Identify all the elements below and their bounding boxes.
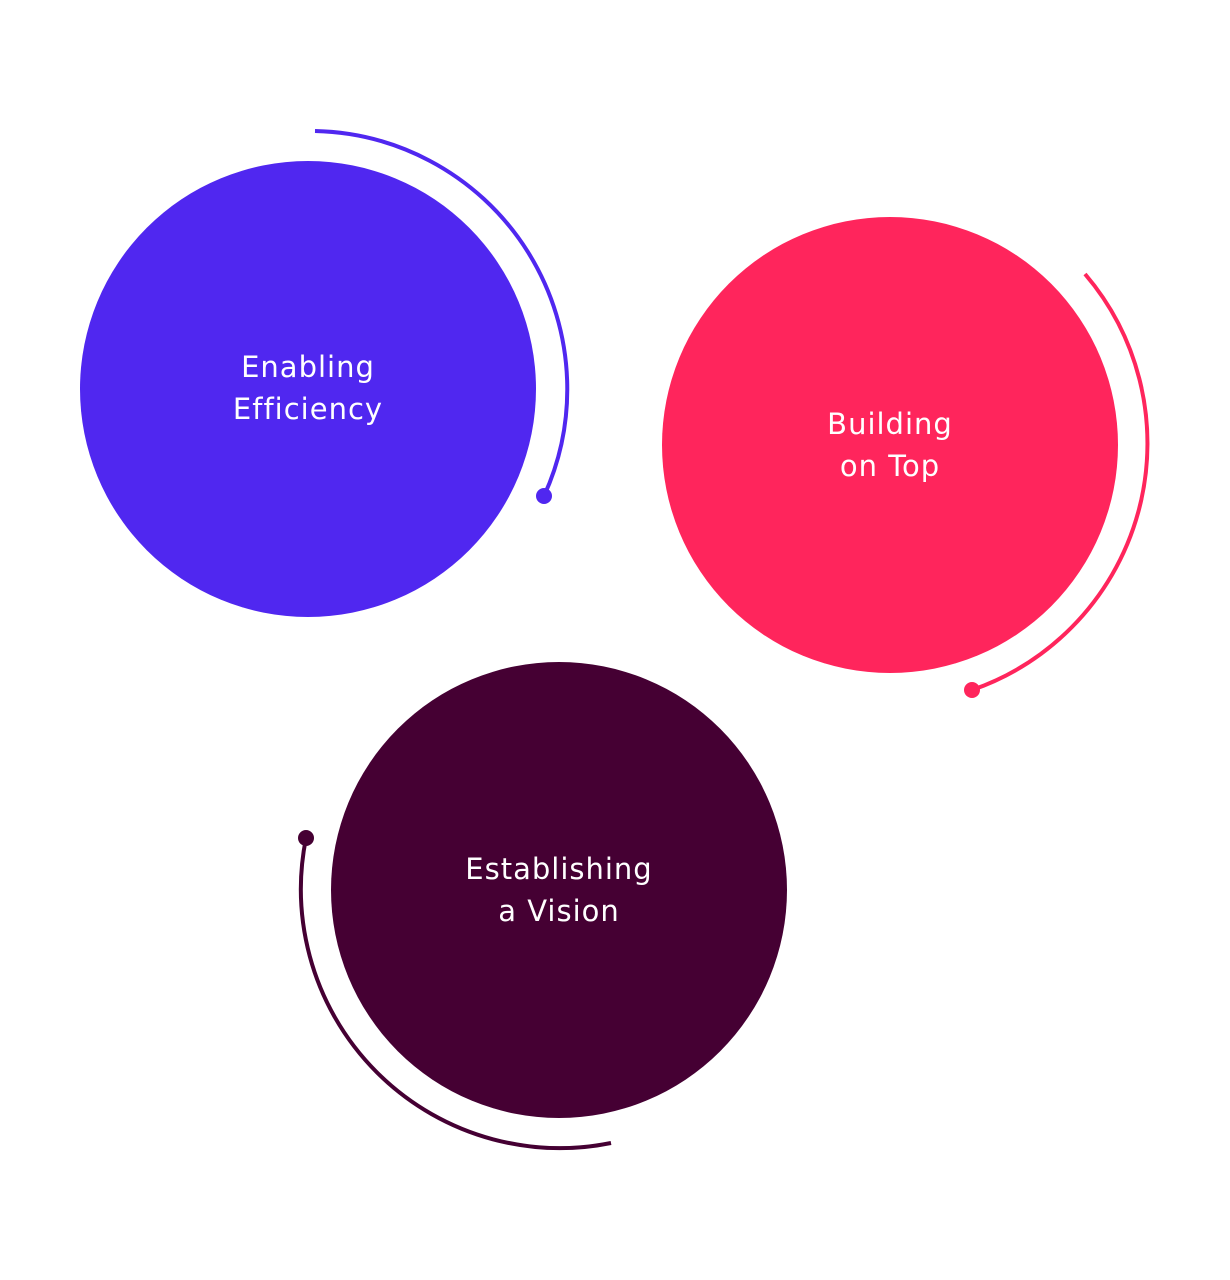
arc-building-on-top — [971, 272, 1150, 692]
arc-end-dot-building-on-top — [964, 682, 980, 698]
circle-building-on-top — [662, 217, 1118, 673]
arc-end-dot-enabling-efficiency — [536, 488, 552, 504]
label-establishing-a-vision-line2: a Vision — [498, 894, 620, 928]
label-enabling-efficiency-line1: Enabling — [241, 350, 375, 384]
circle-establishing-a-vision — [331, 662, 787, 1118]
label-building-on-top: Building on Top — [740, 395, 1040, 495]
arc-enabling-efficiency — [314, 129, 570, 497]
label-enabling-efficiency-line2: Efficiency — [232, 392, 384, 426]
circle-enabling-efficiency — [80, 161, 536, 617]
label-establishing-a-vision-line1: Establishing — [465, 852, 653, 886]
label-building-on-top-line1: Building — [827, 407, 953, 441]
arc-end-dot-establishing-a-vision — [298, 830, 314, 846]
arc-establishing-a-vision — [298, 837, 612, 1151]
label-enabling-efficiency: Enabling Efficiency — [158, 338, 458, 438]
label-establishing-a-vision: Establishing a Vision — [409, 840, 709, 940]
label-building-on-top-line2: on Top — [839, 449, 941, 483]
